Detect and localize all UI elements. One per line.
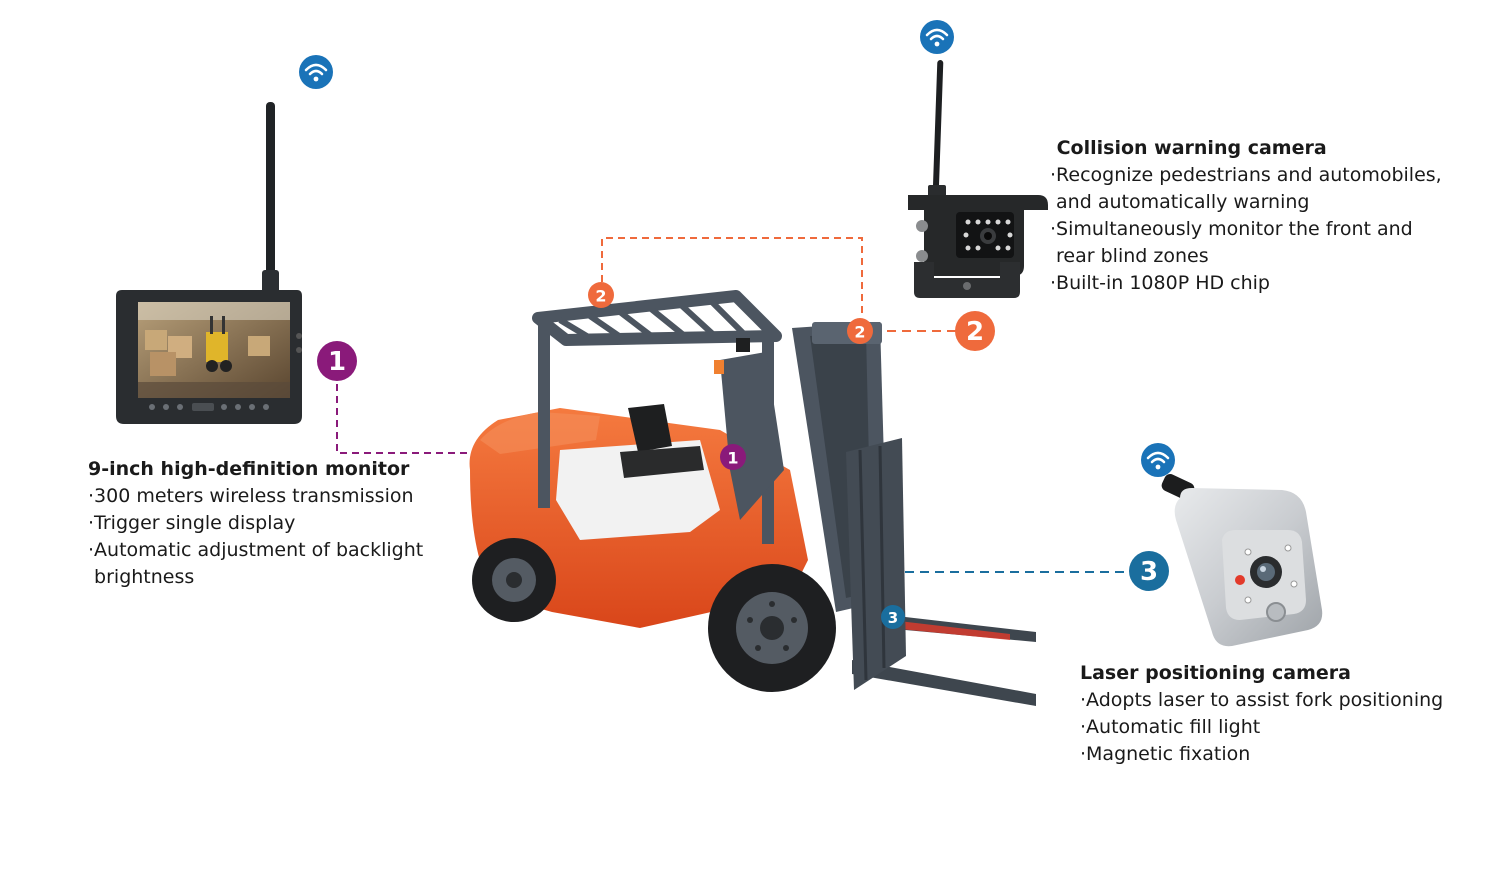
connector-laser: [892, 571, 1132, 605]
monitor-description: 9-inch high-definition monitor ·300 mete…: [88, 456, 423, 591]
svg-text:2: 2: [854, 323, 865, 342]
monitor-line: ·Trigger single display: [88, 512, 296, 534]
svg-text:1: 1: [328, 347, 346, 377]
laser-line: ·Automatic fill light: [1080, 716, 1261, 738]
connector-monitor: [336, 372, 733, 454]
marker-1-large: 1: [317, 341, 357, 381]
collision-line: rear blind zones: [1050, 245, 1209, 267]
monitor-device-icon: [116, 102, 302, 424]
marker-2-large: 2: [955, 311, 995, 351]
collision-line: ·Recognize pedestrians and automobiles,: [1050, 164, 1442, 186]
forklift-illustration: [469, 290, 1036, 706]
laser-camera-icon: [1161, 474, 1323, 647]
wifi-icon: [299, 55, 333, 89]
collision-line: ·Simultaneously monitor the front and: [1050, 218, 1413, 240]
laser-title: Laser positioning camera: [1080, 662, 1351, 684]
laser-description: Laser positioning camera ·Adopts laser t…: [1080, 660, 1443, 768]
collision-description: Collision warning camera ·Recognize pede…: [1050, 135, 1442, 297]
monitor-title: 9-inch high-definition monitor: [88, 458, 410, 480]
collision-line: and automatically warning: [1050, 191, 1310, 213]
marker-3-large: 3: [1129, 551, 1169, 591]
collision-line: ·Built-in 1080P HD chip: [1050, 272, 1270, 294]
marker-2-small-roof: 2: [588, 282, 614, 308]
monitor-line: ·300 meters wireless transmission: [88, 485, 414, 507]
wifi-icon: [1141, 443, 1175, 477]
collision-camera-icon: [908, 60, 1048, 298]
svg-text:1: 1: [727, 449, 738, 468]
connector-collision: [601, 237, 958, 332]
collision-title: Collision warning camera: [1050, 137, 1327, 159]
svg-text:3: 3: [888, 609, 898, 627]
svg-text:2: 2: [595, 287, 606, 306]
svg-text:2: 2: [966, 317, 984, 347]
svg-text:3: 3: [1140, 557, 1158, 587]
wifi-icon: [920, 20, 954, 54]
marker-2-small-mast: 2: [847, 318, 873, 344]
monitor-line: ·Automatic adjustment of backlight: [88, 539, 424, 561]
laser-line: ·Magnetic fixation: [1080, 743, 1251, 765]
laser-line: ·Adopts laser to assist fork positioning: [1080, 689, 1444, 711]
monitor-line: brightness: [88, 566, 195, 588]
marker-1-small: 1: [720, 444, 746, 470]
marker-3-small: 3: [881, 605, 905, 629]
